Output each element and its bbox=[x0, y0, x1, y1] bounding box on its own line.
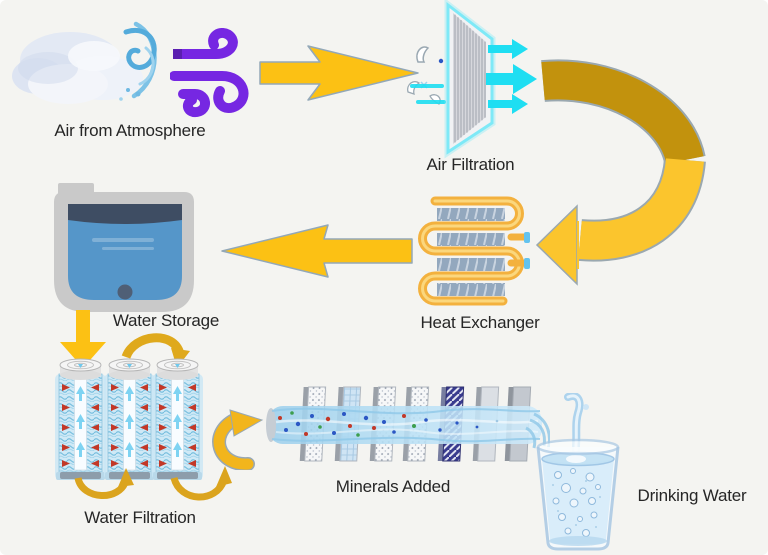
heat-exchanger-coil-icon bbox=[418, 196, 530, 306]
label-heat-exchanger: Heat Exchanger bbox=[420, 313, 540, 332]
hook-arrow bbox=[212, 409, 264, 470]
connector-blue bbox=[524, 232, 530, 243]
debris-particles bbox=[407, 46, 444, 105]
wind-gust-icon bbox=[170, 28, 249, 118]
mineral-filter-plates-icon bbox=[266, 386, 550, 462]
label-water-storage: Water Storage bbox=[112, 311, 220, 330]
mineral-water-stream bbox=[266, 406, 550, 451]
tank-outlet-arrow bbox=[60, 310, 106, 368]
filtration-loop-arrows bbox=[74, 466, 232, 501]
water-glass-icon bbox=[536, 393, 620, 551]
cloud-with-water-swirl-icon bbox=[12, 21, 157, 104]
air-filter-panel-icon bbox=[407, 0, 537, 159]
mineral-specks bbox=[278, 411, 499, 437]
pouring-water-icon bbox=[564, 393, 589, 463]
label-water-filtration: Water Filtration bbox=[84, 508, 196, 527]
flow-arrow-left bbox=[221, 224, 413, 278]
water-tank-icon bbox=[54, 183, 194, 312]
flow-arrow-right bbox=[259, 45, 419, 101]
label-air-filtration: Air Filtration bbox=[426, 155, 515, 174]
label-drinking-water: Drinking Water bbox=[637, 486, 747, 505]
filter-cartridges-icon bbox=[54, 333, 232, 501]
curved-ribbon-arrow bbox=[535, 59, 706, 286]
clean-air-arrows bbox=[486, 39, 537, 114]
label-air-from-atmosphere: Air from Atmosphere bbox=[54, 121, 206, 140]
label-minerals-added: Minerals Added bbox=[335, 477, 451, 496]
heat-exchanger-fins bbox=[437, 208, 505, 296]
connector-blue bbox=[524, 258, 530, 269]
